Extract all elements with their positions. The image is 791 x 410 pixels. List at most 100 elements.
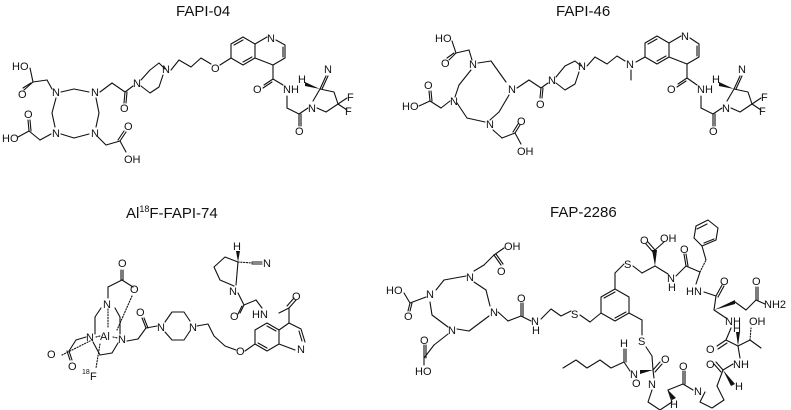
atom-label: F: [90, 371, 97, 383]
atom-label: O: [441, 58, 450, 70]
atom-label: O: [295, 126, 304, 138]
atom-label: N: [578, 61, 586, 73]
atom-label: N: [548, 75, 556, 87]
atom-label: N: [531, 316, 539, 328]
atom-label: N: [189, 322, 197, 334]
atom-label: N: [469, 59, 477, 71]
atom-label: N: [308, 103, 316, 115]
atom-label: N: [667, 273, 675, 285]
atom-label: O: [632, 378, 641, 390]
atom-label: OH: [124, 154, 141, 166]
atom-label: HN: [686, 286, 702, 298]
atom-label: H: [233, 241, 241, 253]
atom-label: O: [18, 89, 27, 101]
atom-label: F: [345, 106, 352, 118]
atom-label: O: [680, 244, 689, 256]
title-fapi-46: FAPI-46: [556, 3, 611, 20]
atom-label: H: [668, 282, 676, 294]
atom-label: H: [298, 74, 306, 86]
atom-label: O: [120, 103, 129, 115]
atom-label: N: [694, 386, 702, 398]
atom-label: O: [661, 354, 670, 366]
atom-label: H: [735, 381, 743, 393]
atom-label: O: [720, 276, 729, 288]
atom-label: O: [404, 311, 413, 323]
atom-label: O: [292, 291, 301, 303]
atom-label: O: [640, 235, 649, 247]
atom-label: HO: [402, 101, 419, 113]
atom-label: OH: [660, 233, 677, 245]
atom-label: O: [236, 346, 245, 358]
atom-label: NH: [725, 316, 741, 328]
atom-label: NH: [283, 84, 299, 96]
atom-label: N: [722, 103, 730, 115]
atom-label: HO: [12, 61, 29, 73]
atom-label: OH: [504, 241, 521, 253]
atom-label: O: [679, 361, 688, 373]
atom-label: HN: [252, 309, 268, 321]
atom-label: O: [517, 116, 526, 128]
title-al18f-fapi-74: Al18F-FAPI-74: [126, 204, 218, 222]
atom-label: HO: [386, 285, 403, 297]
atom-label: N: [162, 64, 170, 76]
atom-label: N: [486, 119, 494, 131]
atom-label: O: [517, 293, 526, 305]
title-prefix: Al: [126, 205, 140, 222]
atom-label: N: [118, 334, 126, 346]
atom-label: OH: [749, 316, 766, 328]
atom-label: O: [68, 361, 77, 373]
atom-label: N: [681, 31, 689, 43]
atom-label: HO: [2, 133, 19, 145]
atom-label: O: [24, 109, 33, 121]
atom-label: N: [133, 78, 141, 90]
atom-label: S: [624, 259, 631, 271]
atom-label: O: [130, 284, 139, 296]
atom-label: F: [761, 92, 768, 104]
atom-label: O: [136, 307, 145, 319]
atom-label: N: [91, 128, 99, 140]
atom-label: O: [706, 359, 715, 371]
atom-label: N: [157, 322, 165, 334]
atom-label: N: [466, 272, 474, 284]
atom-label: F: [759, 106, 766, 118]
atom-label: N: [450, 96, 458, 108]
atom-label: N: [297, 344, 305, 356]
title-isotope: 18: [139, 204, 150, 214]
atom-label: N: [448, 325, 456, 337]
atom-label: N: [324, 64, 332, 76]
atom-label: N: [52, 87, 60, 99]
atom-label: N: [738, 64, 746, 76]
atom-label: OH: [517, 146, 534, 158]
atom-label: 18: [82, 369, 90, 376]
atom-label: H: [620, 338, 628, 350]
atom-label: N: [508, 84, 516, 96]
atom-label: N: [229, 286, 237, 298]
atom-label: H: [532, 325, 540, 337]
atom-label: O: [118, 258, 127, 270]
atom-label: O: [667, 84, 676, 96]
atom-label: O: [253, 84, 262, 96]
atom-label: S: [638, 336, 645, 348]
atom-label: O: [211, 63, 220, 75]
atom-label: S: [571, 309, 578, 321]
atom-label: Al: [100, 331, 110, 343]
atom-label: H: [670, 399, 678, 410]
atom-label: N: [86, 332, 94, 344]
atom-label: O: [124, 121, 133, 133]
atom-label: O: [47, 349, 56, 361]
title-fap-2286: FAP-2286: [550, 204, 617, 221]
atom-label: O: [497, 266, 506, 278]
atom-label: O: [424, 80, 433, 92]
atom-label: O: [230, 311, 239, 323]
atom-label: N: [91, 87, 99, 99]
atom-label: O: [706, 344, 715, 356]
atom-label: N: [267, 33, 275, 45]
atom-label: N: [490, 307, 498, 319]
atom-label: NH: [697, 84, 713, 96]
atom-label: HO: [415, 366, 432, 378]
atom-label: O: [752, 276, 761, 288]
